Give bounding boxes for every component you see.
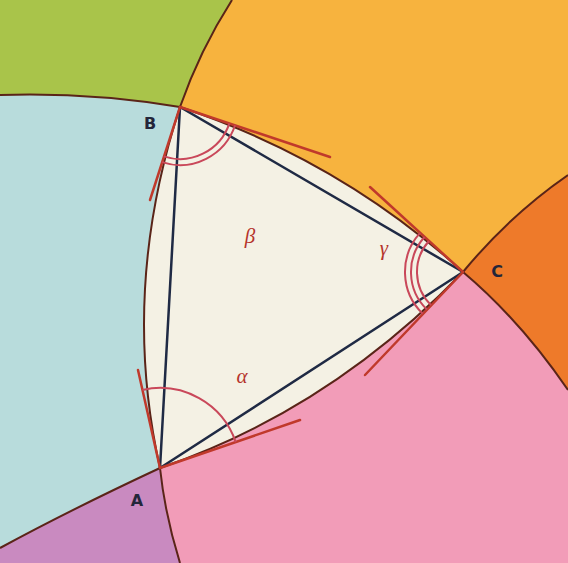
angle-label: γ	[380, 238, 388, 259]
tangent-line	[370, 187, 463, 272]
arc-line	[463, 272, 568, 390]
vertex-label: B	[144, 116, 156, 132]
arc-line	[463, 175, 568, 272]
angle-arc	[162, 125, 235, 165]
purple-region	[0, 468, 180, 563]
vertex-label: A	[131, 493, 143, 509]
straight-triangle	[160, 107, 463, 468]
angle-label: α	[236, 366, 247, 387]
vertex-label: C	[491, 264, 503, 280]
angle-label: β	[245, 226, 255, 247]
arc-line	[0, 468, 160, 548]
angle-arc	[142, 388, 235, 442]
triangle-edge	[160, 107, 463, 468]
triangle-interior	[144, 107, 463, 468]
arc-line	[0, 95, 180, 108]
angle-arc	[417, 241, 431, 305]
tangent-line	[180, 107, 330, 157]
angle-arc	[411, 237, 427, 309]
tangent-lines	[138, 107, 463, 468]
tangent-line	[138, 370, 160, 468]
arc-line	[160, 468, 180, 563]
angle-marks	[142, 123, 431, 442]
angle-arc	[164, 123, 230, 159]
arc-line	[180, 0, 232, 107]
angle-arc	[405, 233, 423, 314]
